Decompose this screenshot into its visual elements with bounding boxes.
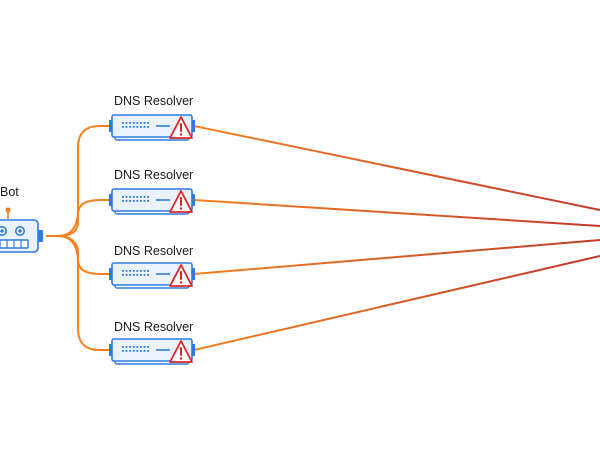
server-icon bbox=[109, 262, 195, 286]
resolver-label-1: DNS Resolver bbox=[114, 94, 194, 108]
server-icon bbox=[109, 338, 195, 362]
connector-bot-resolver-2 bbox=[57, 199, 112, 237]
connector-resolver-2-target bbox=[193, 199, 600, 227]
resolver-devices bbox=[109, 114, 195, 365]
dns-resolver-4 bbox=[109, 338, 195, 365]
resolver-label-2: DNS Resolver bbox=[114, 168, 194, 182]
connector-resolver-1-target bbox=[193, 125, 600, 211]
warning-triangle-icon bbox=[169, 340, 193, 363]
bot-to-resolver-connectors bbox=[46, 125, 112, 351]
server-icon bbox=[109, 114, 195, 138]
dns-resolver-1 bbox=[109, 114, 195, 141]
connector-bot-resolver-3 bbox=[57, 235, 112, 275]
resolver-label-3: DNS Resolver bbox=[114, 244, 194, 258]
dns-resolver-2 bbox=[109, 188, 195, 215]
server-icon bbox=[109, 188, 195, 212]
connector-resolver-4-target bbox=[193, 255, 600, 351]
dns-resolver-3 bbox=[109, 262, 195, 289]
warning-triangle-icon bbox=[169, 116, 193, 139]
warning-triangle-icon bbox=[169, 264, 193, 287]
connector-resolver-3-target bbox=[193, 239, 600, 275]
connector-bot-resolver-4 bbox=[57, 235, 112, 351]
warning-triangle-icon bbox=[169, 190, 193, 213]
robot-icon bbox=[0, 207, 43, 253]
resolver-label-4: DNS Resolver bbox=[114, 320, 194, 334]
connector-bot-resolver-1 bbox=[57, 125, 112, 237]
bot-label: Bot bbox=[0, 185, 19, 199]
resolver-to-target-connectors bbox=[193, 125, 600, 351]
